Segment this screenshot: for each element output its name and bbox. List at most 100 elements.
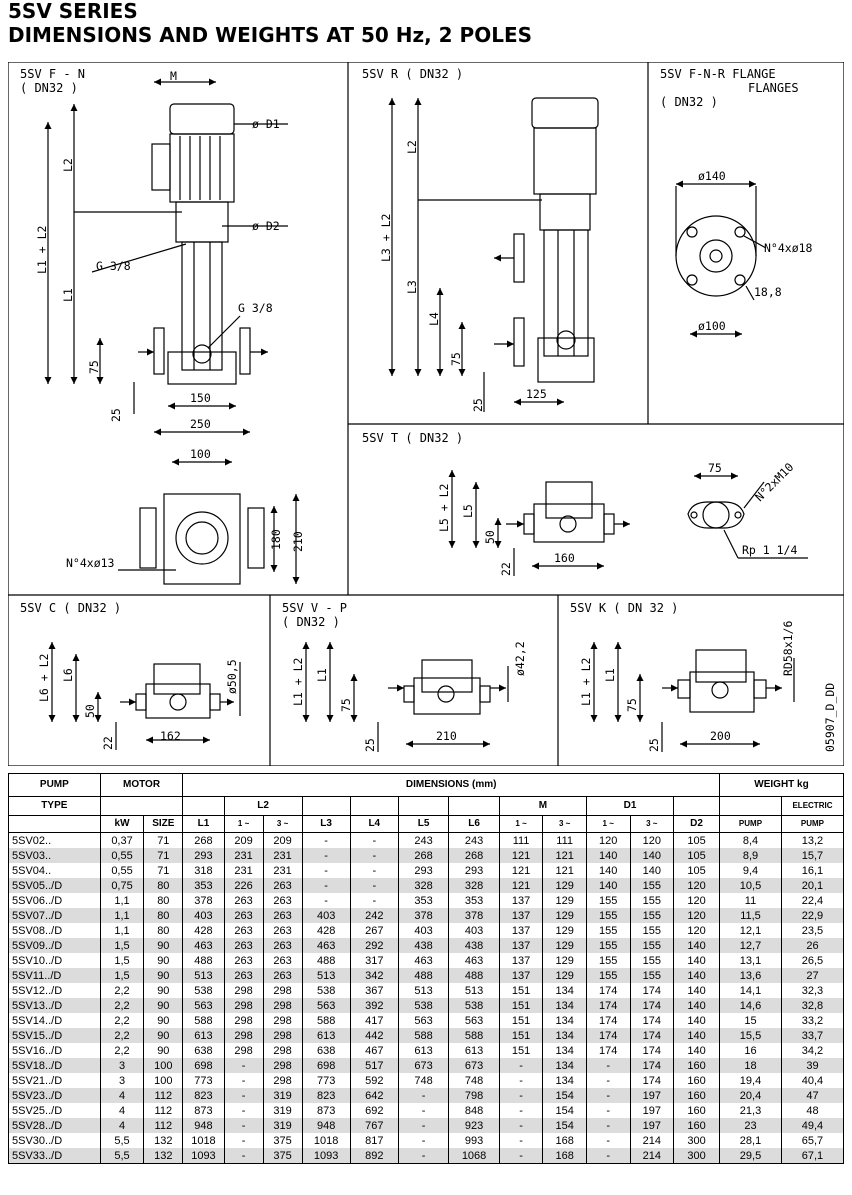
table-cell: - [223, 1148, 264, 1164]
fn-dim-m: M [170, 69, 177, 83]
k-dim-l1: L1 [603, 668, 617, 682]
table-cell: 513 [182, 968, 225, 983]
table-cell: 463 [397, 953, 450, 968]
table-cell: 27 [780, 968, 845, 983]
table-cell: 488 [301, 953, 351, 968]
table-cell: 5SV18../D [8, 1058, 101, 1073]
table-cell: 155 [629, 878, 675, 893]
table-cell: - [223, 1088, 264, 1103]
table-cell: 65,7 [780, 1133, 845, 1148]
k-dim-25: 25 [647, 738, 661, 752]
table-cell: 112 [143, 1118, 184, 1133]
table-cell: - [585, 1118, 631, 1133]
table-cell: 5SV06../D [8, 893, 101, 908]
table-cell: 174 [585, 998, 631, 1013]
table-cell: 613 [182, 1028, 225, 1043]
table-cell: 90 [143, 983, 184, 998]
table-cell: 168 [542, 1148, 587, 1164]
col-l2: L2 [223, 796, 303, 816]
table-cell: 242 [349, 908, 399, 923]
table-cell: 438 [397, 938, 450, 953]
table-cell: 442 [349, 1028, 399, 1043]
table-cell: - [397, 1103, 450, 1118]
table-cell: 5SV33../D [8, 1148, 101, 1164]
col-l1: L1 [182, 815, 225, 833]
table-cell: - [498, 1058, 544, 1073]
table-cell: 10,5 [719, 878, 782, 893]
table-cell: 174 [629, 983, 675, 998]
table-cell: 160 [673, 1073, 721, 1088]
table-cell: 214 [629, 1148, 675, 1164]
table-cell: 23 [719, 1118, 782, 1133]
k-dim-200: 200 [710, 729, 731, 743]
table-cell: 318 [182, 863, 225, 878]
fnr-label: 5SV F-N-R FLANGE [660, 67, 776, 81]
table-cell: 32,3 [780, 983, 845, 998]
table-cell: 517 [349, 1058, 399, 1073]
table-cell: - [349, 848, 399, 863]
table-cell: 154 [542, 1088, 587, 1103]
table-cell: 174 [585, 983, 631, 998]
table-cell: - [349, 893, 399, 908]
table-cell: 231 [223, 848, 264, 863]
table-cell: 49,4 [780, 1118, 845, 1133]
table-cell: 112 [143, 1088, 184, 1103]
table-cell: - [498, 1148, 544, 1164]
table-cell: 15,5 [719, 1028, 782, 1043]
table-cell: 5SV07../D [8, 908, 101, 923]
table-cell: 155 [585, 908, 631, 923]
table-cell: 923 [448, 1118, 500, 1133]
table-cell: 20,1 [780, 878, 845, 893]
k-label: 5SV K ( DN 32 ) [570, 601, 678, 615]
table-cell: 488 [397, 968, 450, 983]
table-cell: 263 [262, 908, 303, 923]
c-label: 5SV C ( DN32 ) [20, 601, 121, 615]
t-label: 5SV T ( DN32 ) [362, 431, 463, 445]
table-cell: 226 [223, 878, 264, 893]
col-d1-3ph: 3 ~ [629, 815, 675, 833]
table-cell: 209 [223, 832, 264, 848]
table-cell: 151 [498, 1028, 544, 1043]
col-dimensions: DIMENSIONS (mm) [182, 773, 721, 797]
table-cell: 298 [262, 1013, 303, 1028]
table-cell: 353 [397, 893, 450, 908]
table-cell: 120 [673, 923, 721, 938]
vp-dim-l1l2: L1 + L2 [291, 658, 305, 706]
t-dim-160: 160 [554, 551, 575, 565]
table-cell: - [223, 1133, 264, 1148]
table-cell: 378 [182, 893, 225, 908]
table-cell: 4 [99, 1088, 145, 1103]
table-cell: 892 [349, 1148, 399, 1164]
table-cell: 5SV14../D [8, 1013, 101, 1028]
table-cell: 105 [673, 863, 721, 878]
diagram-fnr: 5SV F-N-R FLANGE FLANGES ( DN32 ) ø140 N… [660, 67, 813, 338]
table-cell: 993 [448, 1133, 500, 1148]
r-dim-l3: L3 [405, 280, 419, 294]
c-dim-l6: L6 [61, 668, 75, 682]
table-cell: 300 [673, 1148, 721, 1164]
fnr-dim-holes: N°4xø18 [764, 241, 813, 255]
vp-dim-25: 25 [363, 738, 377, 752]
table-cell: 588 [397, 1028, 450, 1043]
r-dim-l3l2: L3 + L2 [379, 214, 393, 262]
table-cell: 823 [182, 1088, 225, 1103]
table-cell: 120 [673, 893, 721, 908]
table-cell: - [223, 1058, 264, 1073]
table-cell: 155 [585, 968, 631, 983]
t-dim-l5: L5 [461, 504, 475, 518]
col-pump: PUMP [8, 773, 101, 797]
r-dim-125: 125 [526, 387, 547, 401]
pump-c-drawing [48, 642, 241, 750]
c-dim-50: 50 [83, 704, 97, 718]
table-cell: - [498, 1073, 544, 1088]
table-cell: 71 [143, 863, 184, 878]
c-dim-505: ø50,5 [225, 659, 239, 694]
table-cell: - [498, 1088, 544, 1103]
